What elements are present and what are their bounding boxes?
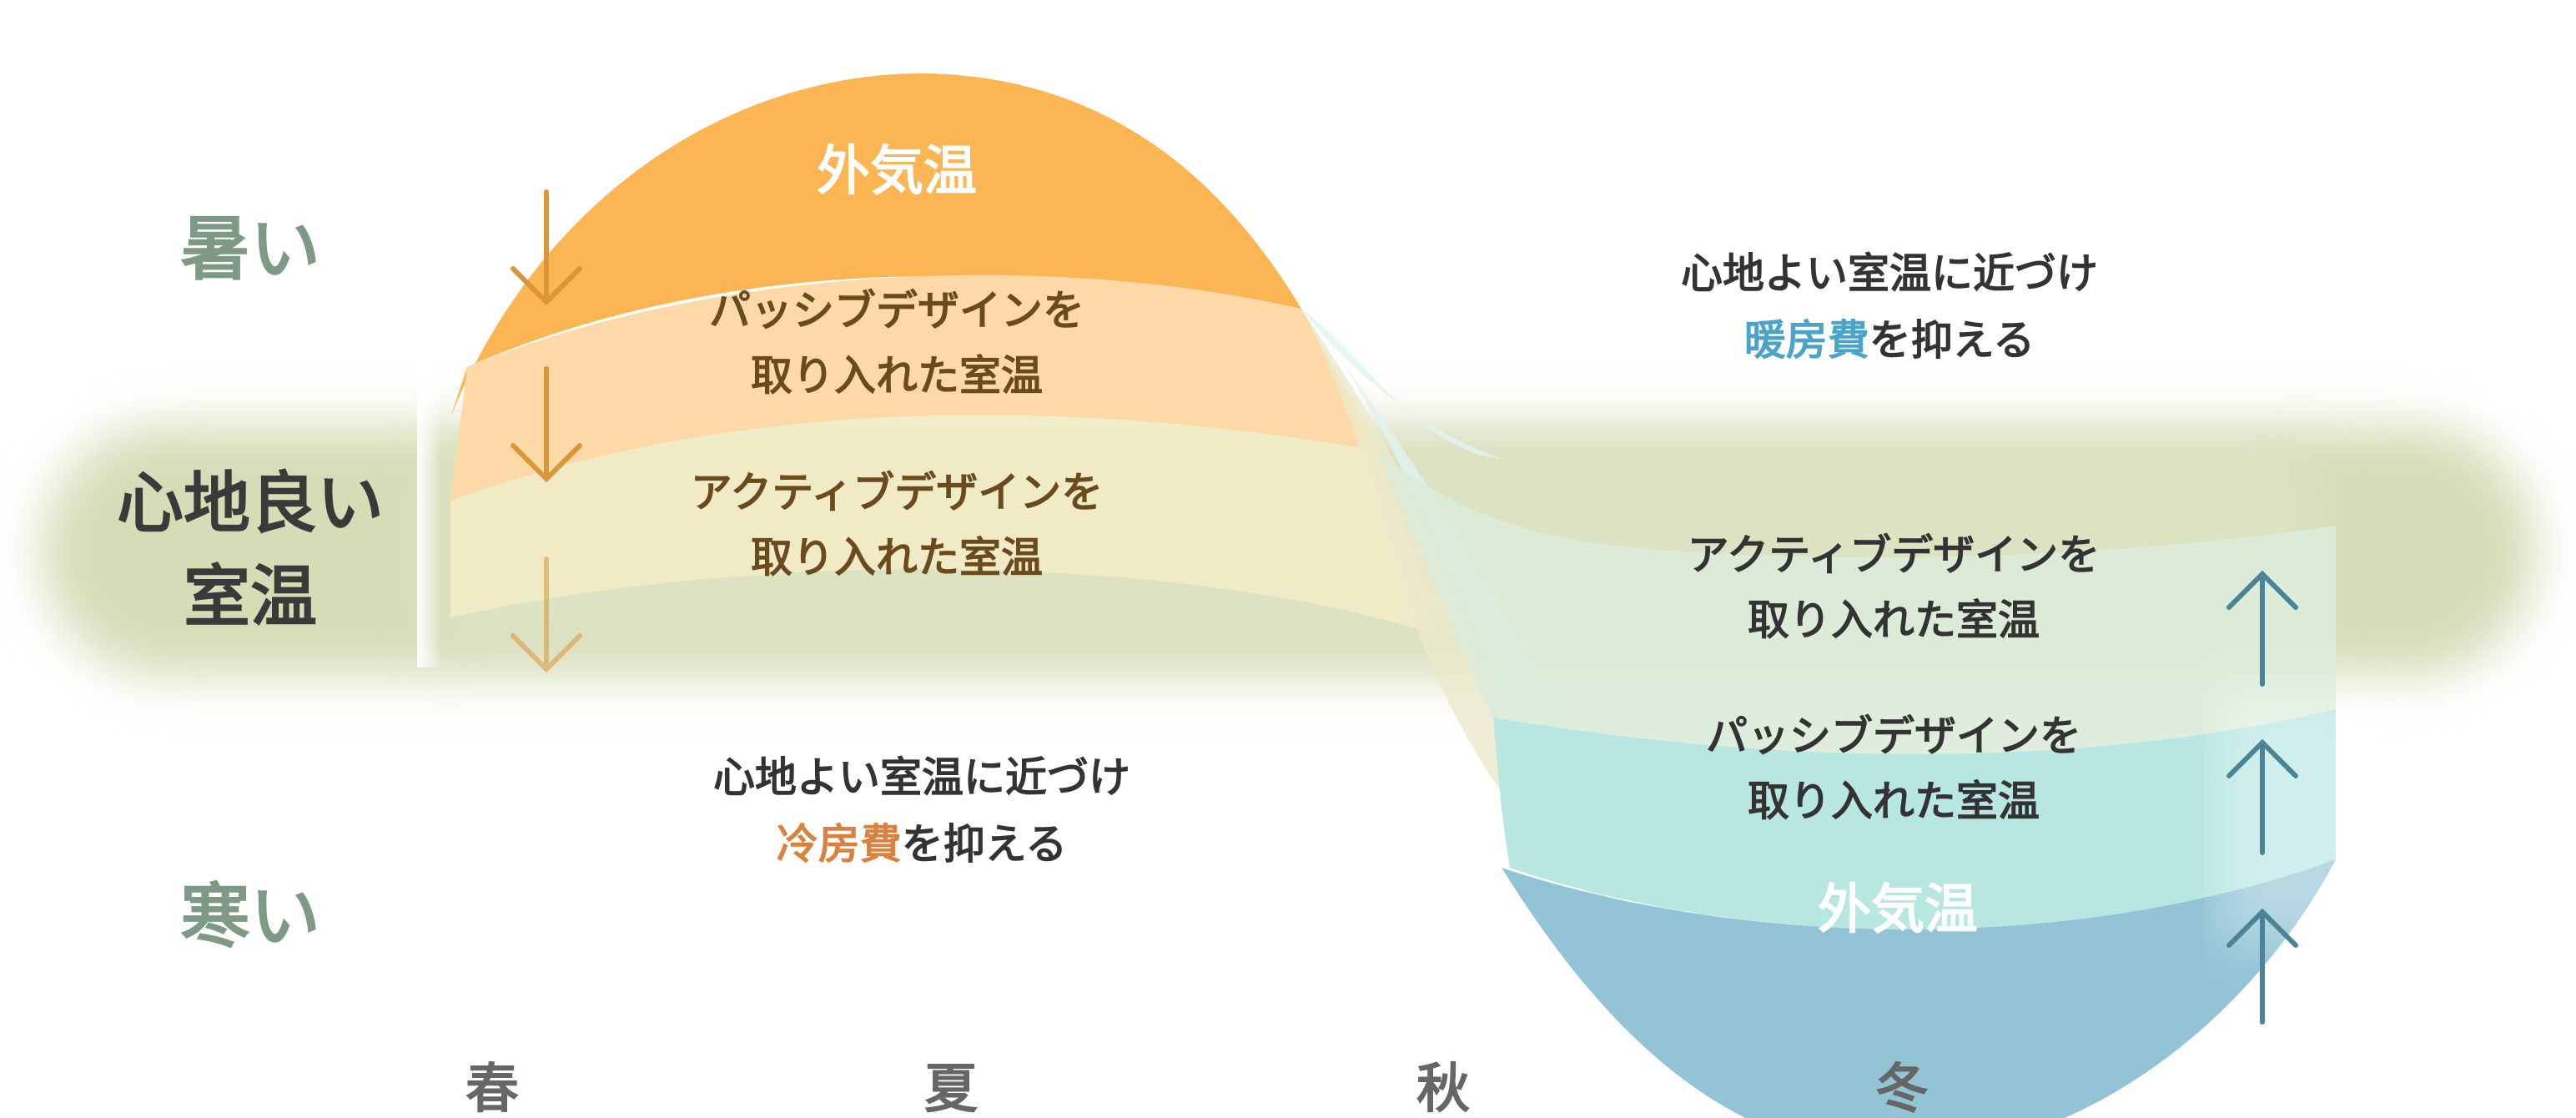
arrow-down-icon [511,189,582,306]
summer-passive-line1: パッシブデザインを [709,286,1084,335]
winter-arrows [2226,570,2298,1025]
winter-active-layer [1376,451,2336,754]
summer-active-line2: 取り入れた室温 [751,533,1043,582]
heating-cost-highlight: 暖房費 [1743,316,1869,365]
summer-message-line1: 心地よい室温に近づけ [713,753,1130,802]
winter-active-line1: アクティブデザインを [1687,531,2101,580]
season-autumn: 秋 [1416,1059,1470,1118]
season-summer: 夏 [924,1059,978,1118]
winter-outside-temp-label: 外気温 [1818,879,1978,941]
season-winter: 冬 [1875,1059,1929,1118]
summer-message-line2: 冷房費を抑える [713,811,1130,878]
winter-passive-line1: パッシブデザインを [1706,712,2081,761]
winter-passive-label: パッシブデザインを 取り入れた室温 [1706,705,2081,834]
summer-outside-temp-label: 外気温 [817,141,977,203]
summer-passive-label: パッシブデザインを 取り入れた室温 [709,280,1084,409]
winter-message-rest: を抑える [1869,316,2035,365]
cold-label: 寒い [179,875,321,958]
summer-passive-line2: 取り入れた室温 [751,351,1043,400]
winter-message-line2: 暖房費を抑える [1681,307,2098,374]
hot-label: 暑い [179,208,321,290]
arrow-up-icon [2226,908,2298,1025]
winter-message-line1: 心地よい室温に近づけ [1681,249,2098,298]
summer-active-line1: アクティブデザインを [690,468,1104,517]
winter-message: 心地よい室温に近づけ 暖房費を抑える [1681,240,2098,374]
summer-passive-layer [450,274,1376,501]
summer-message-rest: を抑える [901,820,1068,869]
winter-active-line2: 取り入れた室温 [1748,596,2040,644]
arrow-up-icon [2226,570,2298,687]
summer-arrows [511,189,582,673]
arrow-down-icon [511,366,582,483]
comfortable-line2: 室温 [184,558,317,636]
summer-active-layer [450,415,1435,634]
summer-message: 心地よい室温に近づけ 冷房費を抑える [713,744,1130,878]
winter-passive-line2: 取り入れた室温 [1748,777,2040,825]
arrow-down-icon [511,556,582,673]
cooling-cost-highlight: 冷房費 [776,820,902,869]
comfortable-line1: 心地良い [117,465,384,542]
winter-passive-layer [1493,709,2336,929]
comfortable-room-temp-label: 心地良い 室温 [117,457,384,644]
winter-active-label: アクティブデザインを 取り入れた室温 [1688,524,2101,653]
summer-outside-layer [450,73,1301,417]
summer-active-label: アクティブデザインを 取り入れた室温 [691,461,1104,591]
arrow-up-icon [2226,738,2298,855]
season-spring: 春 [465,1059,519,1118]
winter-outside-layer [1502,859,2336,1118]
